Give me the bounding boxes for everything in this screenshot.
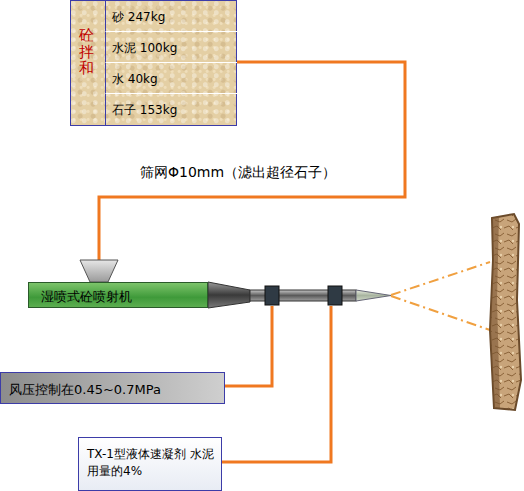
node-text: 石子 153kg	[112, 102, 231, 119]
node-text: 砂 247kg	[112, 9, 231, 26]
node-text: TX-1型液体速凝剂 水泥用量的4%	[87, 446, 215, 480]
air-pressure-box: 风压控制在0.45~0.7MPa	[0, 372, 225, 404]
node-text: 风压控制在0.45~0.7MPa	[9, 381, 224, 399]
edge-label: 筛网Φ10mm（滤出超径石子）	[138, 164, 338, 182]
vertical-heading: 砼拌和	[79, 27, 94, 77]
mix-table: 砼拌和 砂 247kg 水泥 100kg 水 40kg 石子 153kg	[70, 0, 237, 126]
table-row: 石子 153kg	[105, 94, 237, 125]
sprayer-machine: 湿喷式砼喷射机	[28, 282, 208, 308]
table-row: 水 40kg	[105, 63, 237, 94]
node-text: 水 40kg	[112, 71, 231, 88]
table-row: 水泥 100kg	[105, 32, 237, 63]
node-text: 水泥 100kg	[112, 40, 231, 57]
node-text: 湿喷式砼喷射机	[41, 288, 207, 306]
table-row: 砂 247kg	[105, 1, 237, 32]
accelerator-box: TX-1型液体速凝剂 水泥用量的4%	[78, 437, 222, 491]
